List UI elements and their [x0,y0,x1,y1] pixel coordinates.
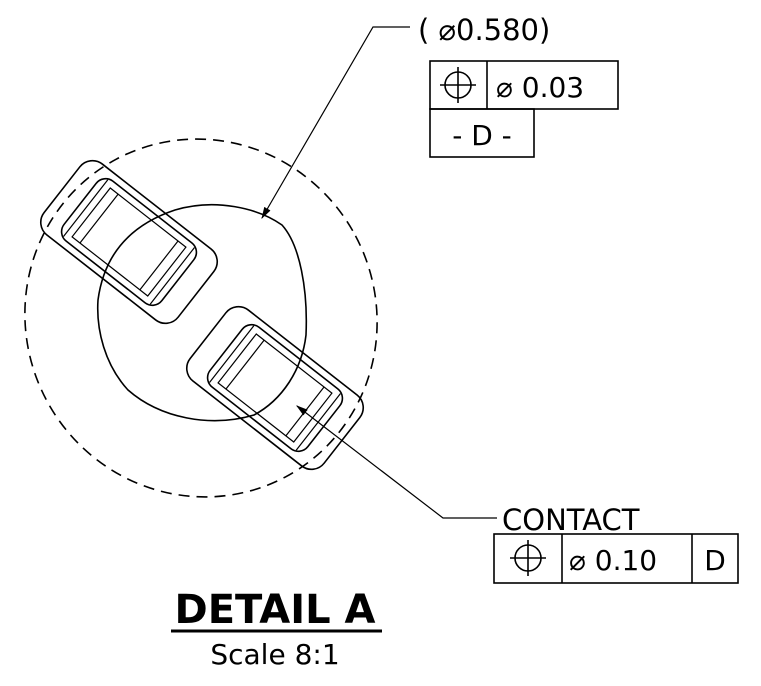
fcf-top: ⌀ 0.03 [429,60,619,110]
detail-scale: Scale 8:1 [210,638,339,671]
fcf-contact-datum: D [704,544,726,577]
contact-leader [296,405,497,519]
fcf-contact-tolerance: ⌀ 0.10 [569,544,657,577]
datum-label: - D - [452,119,512,152]
position-symbol-icon [510,540,546,576]
detail-boundary [24,138,378,498]
pad-outline [96,203,308,422]
contact-label: CONTACT [502,503,640,537]
fcf-contact: ⌀ 0.10 D [493,533,739,584]
contact-upper-left [39,159,219,325]
contact-lower-right [185,305,365,471]
fcf-top-tolerance: ⌀ 0.03 [496,71,584,104]
top-leader [261,26,410,220]
datum-feature-symbol: - D - [429,108,535,158]
basic-dimension: ( ⌀0.580) [418,13,550,47]
position-symbol-icon [440,67,476,103]
detail-title: DETAIL A [175,587,376,633]
